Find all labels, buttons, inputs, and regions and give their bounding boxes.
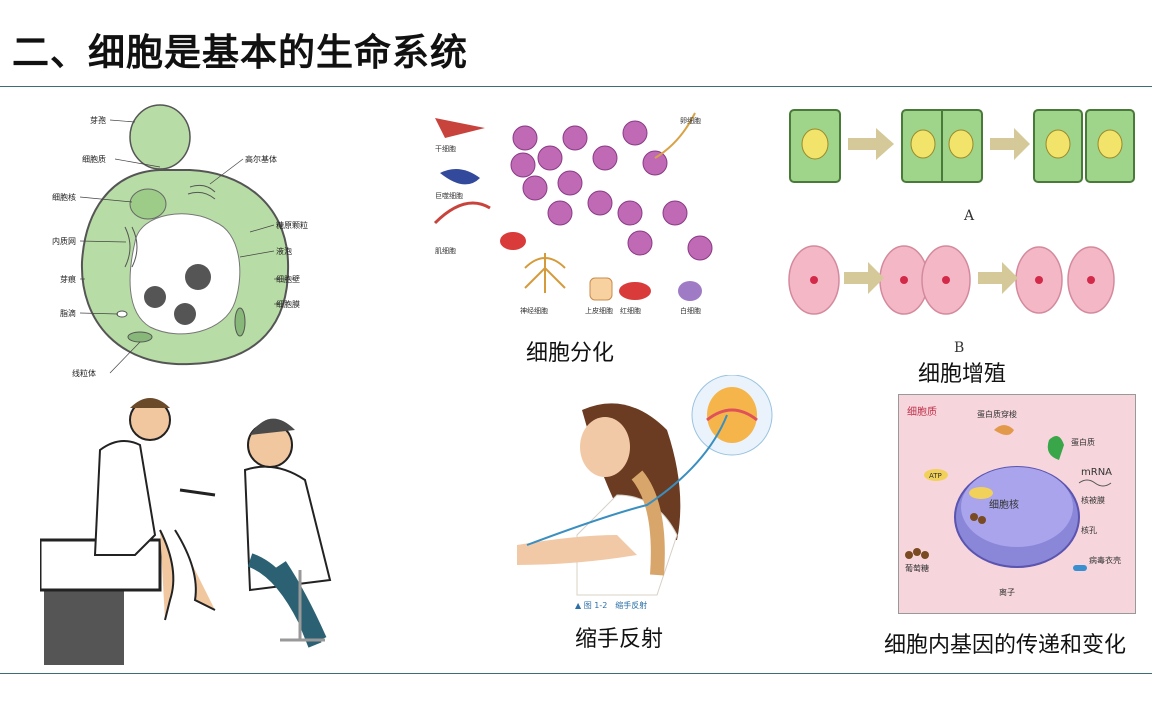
yeast-cell-illustration: 芽孢 细胞质 细胞核 内质网 芽痕 脂滴 线粒体 高尔基体 糖原颗粒 液泡 细胞… bbox=[52, 104, 308, 378]
bottom-divider bbox=[0, 673, 1152, 674]
knee-reflex-illustration bbox=[38, 390, 365, 670]
diff-label-1: 卵细胞 bbox=[680, 116, 701, 125]
yeast-label-mito: 线粒体 bbox=[72, 368, 96, 378]
diff-label-6: 白细胞 bbox=[680, 306, 701, 315]
gene-caption: 细胞内基因的传递和变化 bbox=[884, 633, 1127, 658]
differentiation-illustration: 干细胞 卵细胞 巨噬细胞 神经细胞 红细胞 上皮细胞 白细胞 肌细胞 bbox=[425, 103, 737, 318]
yeast-label-wall: 细胞壁 bbox=[276, 274, 300, 284]
diff-label-5: 上皮细胞 bbox=[585, 306, 613, 315]
gene-label-glucose: 葡萄糖 bbox=[905, 563, 929, 573]
yeast-label-lipid: 脂滴 bbox=[60, 308, 76, 318]
gene-label-envelope: 核被膜 bbox=[1081, 495, 1105, 505]
yeast-label-golgi: 高尔基体 bbox=[245, 154, 277, 164]
yeast-label-vacuole: 液泡 bbox=[276, 246, 292, 256]
differentiation-diagram: 干细胞 卵细胞 巨噬细胞 神经细胞 红细胞 上皮细胞 白细胞 肌细胞 bbox=[425, 103, 737, 318]
yeast-label-cytoplasm: 细胞质 bbox=[82, 154, 106, 164]
yeast-label-glycogen: 糖原颗粒 bbox=[276, 220, 308, 230]
proliferation-caption: 细胞增殖 bbox=[918, 362, 1007, 387]
differentiation-caption: 细胞分化 bbox=[526, 341, 615, 366]
yeast-label-er: 内质网 bbox=[52, 236, 76, 246]
diff-label-7: 肌细胞 bbox=[435, 246, 456, 255]
gene-label-protein-transit: 蛋白质穿梭 bbox=[977, 409, 1017, 419]
slide-title: 二、细胞是基本的生命系统 bbox=[12, 31, 468, 74]
gene-transmission-diagram: 细胞质 蛋白质穿梭 蛋白质 mRNA ATP 细胞核 核被膜 核孔 病毒衣壳 葡… bbox=[898, 394, 1136, 614]
gene-label-mrna: mRNA bbox=[1081, 467, 1112, 478]
gene-label-ion: 离子 bbox=[999, 587, 1015, 597]
knee-reflex-drawing bbox=[38, 398, 332, 665]
yeast-label-spore: 芽孢 bbox=[90, 115, 106, 125]
yeast-label-bud-scar: 芽痕 bbox=[60, 274, 76, 284]
withdrawal-reflex-drawing: ▲ 图 1-2 缩手反射 bbox=[517, 374, 773, 610]
label-b: B bbox=[954, 340, 964, 356]
yeast-label-membrane: 细胞膜 bbox=[276, 299, 300, 309]
gene-transmission-drawing: 细胞质 蛋白质穿梭 蛋白质 mRNA ATP 细胞核 核被膜 核孔 病毒衣壳 葡… bbox=[905, 405, 1121, 597]
diff-label-4: 红细胞 bbox=[620, 306, 641, 315]
diff-label-0: 干细胞 bbox=[435, 144, 456, 153]
proliferation-illustration: A B bbox=[788, 109, 1135, 356]
gene-label-cytoplasm: 细胞质 bbox=[907, 405, 937, 418]
gene-label-virus: 病毒衣壳 bbox=[1089, 555, 1121, 565]
gene-label-atp: ATP bbox=[929, 472, 942, 480]
yeast-label-nucleus: 细胞核 bbox=[52, 192, 76, 202]
gene-label-pore: 核孔 bbox=[1081, 525, 1097, 535]
reflex-caption: 缩手反射 bbox=[575, 627, 664, 652]
diff-label-3: 神经细胞 bbox=[520, 306, 548, 315]
label-a: A bbox=[963, 208, 975, 224]
yeast-cell-diagram: 芽孢 细胞质 细胞核 内质网 芽痕 脂滴 线粒体 高尔基体 糖原颗粒 液泡 细胞… bbox=[40, 92, 340, 382]
withdrawal-reflex-illustration: ▲ 图 1-2 缩手反射 bbox=[517, 374, 782, 615]
gene-label-nucleus: 细胞核 bbox=[989, 498, 1019, 511]
gene-label-protein: 蛋白质 bbox=[1071, 437, 1095, 447]
diff-label-2: 巨噬细胞 bbox=[435, 191, 463, 200]
top-divider bbox=[0, 86, 1152, 87]
reflex-figure-note: ▲ 图 1-2 缩手反射 bbox=[575, 600, 647, 610]
proliferation-diagram: A B bbox=[784, 100, 1144, 360]
